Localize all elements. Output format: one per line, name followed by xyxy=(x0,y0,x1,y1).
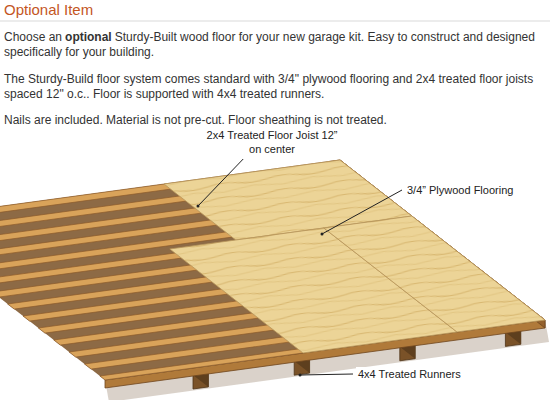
leader-line xyxy=(300,374,353,375)
title-rule xyxy=(0,21,550,22)
paragraph: The Sturdy-Build floor system comes stan… xyxy=(4,72,544,102)
callout-label: 3/4” Plywood Flooring xyxy=(405,183,515,197)
paragraph: Choose anoptionalSturdy-Built wood floor… xyxy=(4,30,544,60)
leader-dot xyxy=(321,233,324,236)
frame-gap xyxy=(0,160,545,380)
plywood-sheet xyxy=(324,216,545,332)
floor-drawing xyxy=(0,160,549,400)
body-text: The Sturdy-Build floor system comes stan… xyxy=(4,72,533,101)
page-title: Optional Item xyxy=(4,1,93,19)
paragraph: Nails are included. Material is not pre-… xyxy=(4,113,544,128)
leader-dot xyxy=(299,374,302,377)
leader-dot xyxy=(197,205,200,208)
leader-line xyxy=(322,190,402,234)
body-text: Choose an xyxy=(4,30,62,44)
body-text: optional xyxy=(65,30,112,44)
body-text: Nails are included. Material is not pre-… xyxy=(4,113,387,127)
callout-label: 2x4 Treated Floor Joist 12” on center xyxy=(200,128,344,156)
leader-line xyxy=(198,159,243,206)
callout-label: 4x4 Treated Runners xyxy=(356,367,463,381)
